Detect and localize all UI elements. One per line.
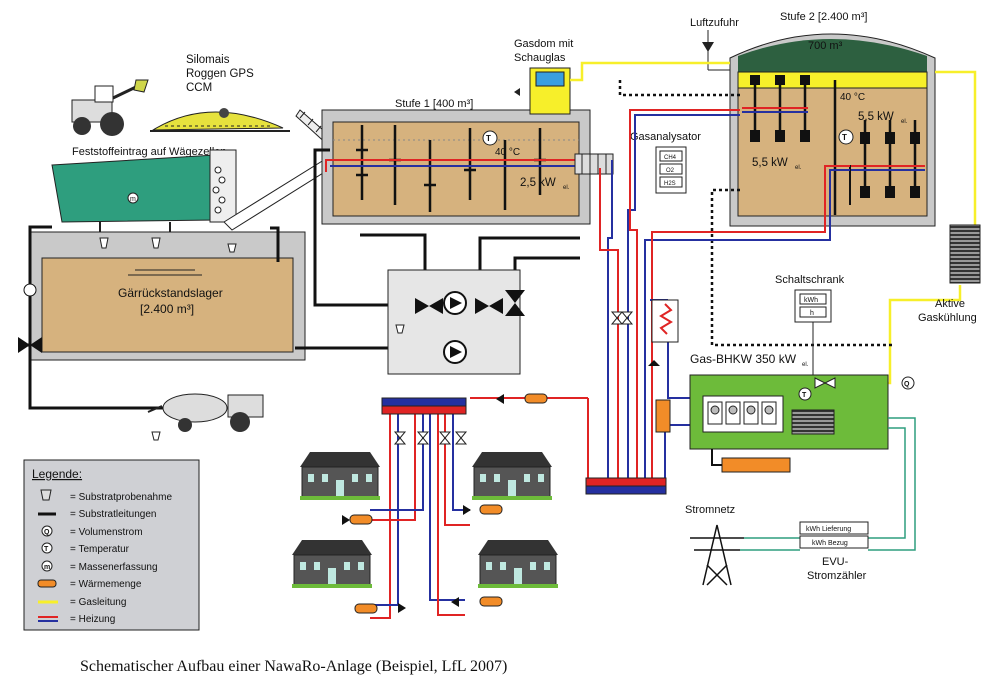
feedstock-label-2: Roggen GPS: [186, 68, 254, 80]
svg-text:Q: Q: [44, 529, 50, 536]
active-cooling-label-1: Aktive: [935, 298, 965, 310]
meter-label-2: Stromzähler: [807, 570, 867, 582]
slurry-tanker-icon: [147, 393, 264, 441]
valve-icon: [393, 311, 634, 445]
temperature-sensor-icon: [838, 129, 854, 145]
air-supply-label: Luftzufuhr: [690, 17, 739, 29]
tractor-loader-icon: [71, 79, 149, 136]
temperature-sensor-icon: [482, 130, 498, 146]
legend-item: = Heizung: [70, 614, 115, 625]
heating-lines: [370, 109, 850, 619]
stage1-power: 2,5 kW: [520, 177, 556, 189]
svg-text:m: m: [44, 564, 50, 571]
heating-coil: [651, 299, 679, 343]
legend-volume-icon: [41, 525, 53, 537]
meter-delivery-label: kWh Lieferung: [806, 526, 851, 533]
heat-meter-icon: [349, 393, 548, 614]
svg-text:el.: el.: [901, 119, 908, 125]
legend: Legende: Q T m = Substratprobenahme = Su…: [23, 459, 200, 631]
meter-label-1: EVU-: [822, 556, 849, 568]
switch-kwh: kWh: [804, 297, 818, 304]
gas-dome-label-1: Gasdom mit: [514, 38, 573, 50]
silage-heap-icon: [150, 108, 290, 132]
gas-analyzer: [655, 146, 687, 194]
chp-label: Gas-BHKW 350 kW: [690, 352, 797, 366]
gas-dome-label-2: Schauglas: [514, 52, 566, 64]
meter-supply-label: kWh Bezug: [812, 540, 848, 547]
switch-cabinet-label: Schaltschrank: [775, 274, 845, 286]
gas-h2s: H2S: [664, 181, 676, 187]
gas-dome: [529, 67, 571, 115]
heat-manifold-lower: [585, 477, 667, 487]
gas-o2: O2: [666, 168, 675, 174]
legend-item: = Gasleitung: [70, 597, 126, 608]
house-icon: [292, 452, 558, 588]
stage1-label: Stufe 1 [400 m³]: [395, 98, 473, 110]
stage2-gas-volume: 700 m³: [808, 40, 843, 52]
legend-item: = Massenerfassung: [70, 562, 158, 573]
stage2-power-b: 5,5 kW: [858, 111, 894, 123]
legend-mass-icon: [41, 560, 53, 572]
solid-feed-label: Feststoffeintrag auf Wägezellen: [72, 146, 227, 158]
legend-title: Legende:: [32, 467, 82, 481]
volume-flow-icon: [901, 376, 915, 390]
legend-sample-icon: [40, 489, 52, 501]
meter-delivery: [799, 521, 869, 535]
stage1-temperature: 40 °C: [495, 147, 520, 158]
solid-feed-hopper: m: [51, 149, 237, 232]
legend-heat-meter-icon: [37, 579, 57, 588]
residue-label-1: Gärrückstandslager: [118, 286, 223, 300]
legend-temperature-icon: [41, 542, 53, 554]
residue-storage-tank: [29, 231, 306, 361]
active-cooling-label-2: Gaskühlung: [918, 312, 977, 324]
meter-supply: [799, 535, 869, 549]
svg-text:T: T: [802, 392, 807, 399]
temperature-sensor-icon: [798, 387, 812, 401]
svg-text:T: T: [44, 546, 49, 553]
svg-text:T: T: [842, 133, 847, 142]
switch-hours: h: [810, 310, 814, 317]
chp-unit: [689, 374, 889, 473]
svg-text:T: T: [486, 134, 491, 143]
grid-label: Stromnetz: [685, 504, 735, 516]
stage2-power-a: 5,5 kW: [752, 157, 788, 169]
stage2-digester: [729, 33, 936, 227]
gas-ch4: CH4: [664, 155, 677, 161]
svg-text:el.: el.: [795, 165, 802, 171]
sight-valve-icon: [514, 88, 520, 96]
figure-caption: Schematischer Aufbau einer NawaRo-Anlage…: [80, 658, 507, 675]
feedstock-label-3: CCM: [186, 82, 212, 94]
gas-cooler: [949, 224, 981, 284]
pump-icon: [415, 290, 525, 364]
svg-text:m: m: [130, 196, 136, 203]
legend-item: = Wärmemenge: [70, 579, 142, 590]
heat-manifold: [381, 397, 467, 407]
legend-item: = Volumenstrom: [70, 527, 143, 538]
stage1-heat-exchanger: [574, 153, 614, 175]
stage1-power-unit: el.: [563, 185, 570, 191]
stage2-label: Stufe 2 [2.400 m³]: [780, 11, 867, 23]
residue-label-2: [2.400 m³]: [140, 302, 194, 316]
legend-item: = Temperatur: [70, 544, 130, 555]
legend-item: = Substratleitungen: [70, 509, 156, 520]
power-pylon-icon: [690, 524, 744, 586]
svg-text:el.: el.: [802, 362, 809, 368]
svg-text:Q: Q: [904, 381, 910, 388]
feedstock-label-1: Silomais: [186, 54, 230, 66]
stage2-temperature: 40 °C: [840, 92, 865, 103]
legend-item: = Substratprobenahme: [70, 492, 172, 503]
heat-exchanger-chp: [655, 399, 671, 433]
gas-analyzer-label: Gasanalysator: [630, 131, 701, 143]
stage1-digester: [321, 109, 591, 225]
